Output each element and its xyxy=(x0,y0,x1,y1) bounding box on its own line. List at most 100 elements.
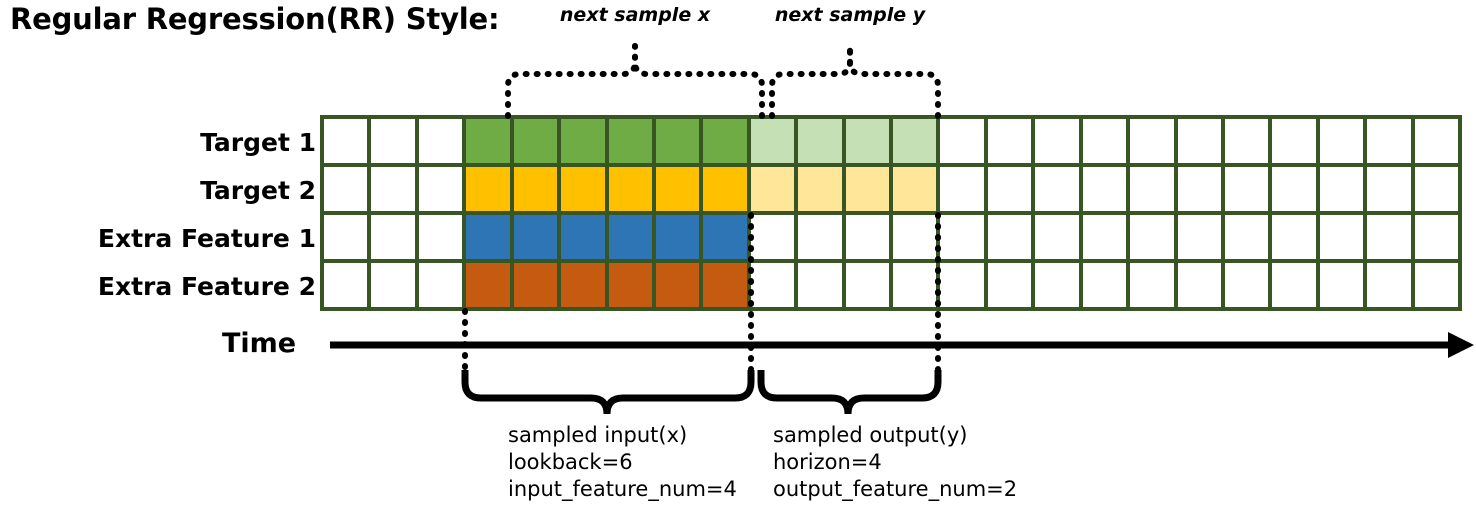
grid-cell-r2-c4 xyxy=(513,215,558,259)
grid-cell-r2-c13 xyxy=(940,215,984,259)
grid-cell-r3-c5 xyxy=(561,263,605,307)
grid-cell-r0-c9 xyxy=(750,119,795,163)
annotation-output-line-1: sampled output(y) xyxy=(773,423,968,447)
timeseries-grid xyxy=(320,115,1462,311)
grid-cell-r0-c3 xyxy=(466,119,510,163)
row-label-target-1: Target 1 xyxy=(200,128,316,157)
grid-cell-r3-c21 xyxy=(1319,263,1364,307)
grid-cell-r2-c17 xyxy=(1130,215,1174,259)
grid-cell-r2-c21 xyxy=(1319,215,1364,259)
annotation-sampled-input: sampled input(x) lookback=6 input_featur… xyxy=(508,422,737,503)
grid-cell-r2-c2 xyxy=(418,215,463,259)
grid-cell-r1-c21 xyxy=(1319,167,1364,211)
annotation-output-line-2: horizon=4 xyxy=(773,450,882,474)
grid-cell-r0-c1 xyxy=(371,119,415,163)
grid-cell-r0-c2 xyxy=(418,119,463,163)
bottom-brace-output xyxy=(757,370,942,415)
grid-cell-r0-c19 xyxy=(1224,119,1269,163)
grid-cell-r2-c6 xyxy=(608,215,652,259)
grid-cell-r1-c4 xyxy=(513,167,558,211)
grid-cell-r2-c9 xyxy=(750,215,795,259)
grid-cell-r0-c4 xyxy=(513,119,558,163)
row-label-extra-feature-2: Extra Feature 2 xyxy=(97,272,316,301)
grid-cell-r0-c20 xyxy=(1272,119,1316,163)
grid-cell-r3-c23 xyxy=(1414,263,1458,307)
grid-cell-r1-c10 xyxy=(798,167,842,211)
grid-cell-r2-c16 xyxy=(1082,215,1127,259)
grid-cell-r2-c19 xyxy=(1224,215,1269,259)
grid-cell-r2-c5 xyxy=(561,215,605,259)
grid-cell-r0-c5 xyxy=(561,119,605,163)
grid-cell-r1-c16 xyxy=(1082,167,1127,211)
grid-cell-r1-c12 xyxy=(893,167,937,211)
grid-cell-r1-c9 xyxy=(750,167,795,211)
bottom-brace-input xyxy=(461,370,755,415)
grid-cell-r3-c13 xyxy=(940,263,984,307)
grid-cell-r1-c20 xyxy=(1272,167,1316,211)
grid-cell-r3-c18 xyxy=(1177,263,1221,307)
grid-cell-r0-c14 xyxy=(987,119,1032,163)
grid-cell-r1-c6 xyxy=(608,167,652,211)
annotation-sampled-output: sampled output(y) horizon=4 output_featu… xyxy=(773,422,1017,503)
page-title: Regular Regression(RR) Style: xyxy=(10,2,500,36)
grid-cell-r1-c22 xyxy=(1367,167,1411,211)
grid-cell-r0-c8 xyxy=(703,119,747,163)
grid-cell-r3-c7 xyxy=(655,263,700,307)
grid-cell-r0-c12 xyxy=(893,119,937,163)
grid-cell-r2-c20 xyxy=(1272,215,1316,259)
grid-cell-r0-c6 xyxy=(608,119,652,163)
time-axis-arrow xyxy=(330,332,1474,358)
grid-cell-r2-c1 xyxy=(371,215,415,259)
grid-cell-r2-c14 xyxy=(987,215,1032,259)
grid-cell-r0-c11 xyxy=(845,119,889,163)
grid-cell-r3-c11 xyxy=(845,263,889,307)
grid-cell-r2-c15 xyxy=(1035,215,1079,259)
grid-cell-r3-c15 xyxy=(1035,263,1079,307)
grid-cell-r3-c20 xyxy=(1272,263,1316,307)
grid-cell-r3-c3 xyxy=(466,263,510,307)
grid-cell-r0-c22 xyxy=(1367,119,1411,163)
grid-cell-r2-c10 xyxy=(798,215,842,259)
grid-cell-r3-c0 xyxy=(324,263,368,307)
time-axis-label: Time xyxy=(222,328,297,359)
grid-cell-r0-c18 xyxy=(1177,119,1221,163)
grid-cell-r0-c15 xyxy=(1035,119,1079,163)
caption-next-sample-x: next sample x xyxy=(559,4,711,26)
grid-cell-r1-c7 xyxy=(655,167,700,211)
annotation-output-line-3: output_feature_num=2 xyxy=(773,477,1018,501)
grid-cell-r1-c11 xyxy=(845,167,889,211)
grid-cell-r3-c6 xyxy=(608,263,652,307)
row-label-extra-feature-1: Extra Feature 1 xyxy=(97,224,316,253)
grid-cell-r3-c14 xyxy=(987,263,1032,307)
grid-cell-r1-c2 xyxy=(418,167,463,211)
row-label-target-2: Target 2 xyxy=(200,176,316,205)
grid-cell-r1-c23 xyxy=(1414,167,1458,211)
grid-cell-r1-c5 xyxy=(561,167,605,211)
grid-cell-r2-c22 xyxy=(1367,215,1411,259)
grid-cell-r3-c19 xyxy=(1224,263,1269,307)
annotation-input-line-2: lookback=6 xyxy=(508,450,633,474)
grid-cell-r0-c23 xyxy=(1414,119,1458,163)
grid-cell-r2-c12 xyxy=(893,215,937,259)
grid-cell-r2-c11 xyxy=(845,215,889,259)
annotation-input-line-1: sampled input(x) xyxy=(508,423,688,447)
grid-cell-r1-c14 xyxy=(987,167,1032,211)
grid-cell-r0-c13 xyxy=(940,119,984,163)
grid-cell-r3-c4 xyxy=(513,263,558,307)
grid-cell-r0-c7 xyxy=(655,119,700,163)
grid-cell-r3-c17 xyxy=(1130,263,1174,307)
grid-cell-r0-c17 xyxy=(1130,119,1174,163)
grid-cell-r3-c9 xyxy=(750,263,795,307)
grid-cell-r1-c0 xyxy=(324,167,368,211)
grid-cell-r1-c8 xyxy=(703,167,747,211)
grid-cell-r2-c3 xyxy=(466,215,510,259)
grid-cell-r3-c8 xyxy=(703,263,747,307)
top-brace-y xyxy=(769,43,941,119)
grid-cell-r2-c0 xyxy=(324,215,368,259)
grid-cell-r1-c17 xyxy=(1130,167,1174,211)
grid-cell-r2-c8 xyxy=(703,215,747,259)
grid-cell-r1-c18 xyxy=(1177,167,1221,211)
grid-cell-r1-c3 xyxy=(466,167,510,211)
top-brace-x xyxy=(505,43,765,119)
